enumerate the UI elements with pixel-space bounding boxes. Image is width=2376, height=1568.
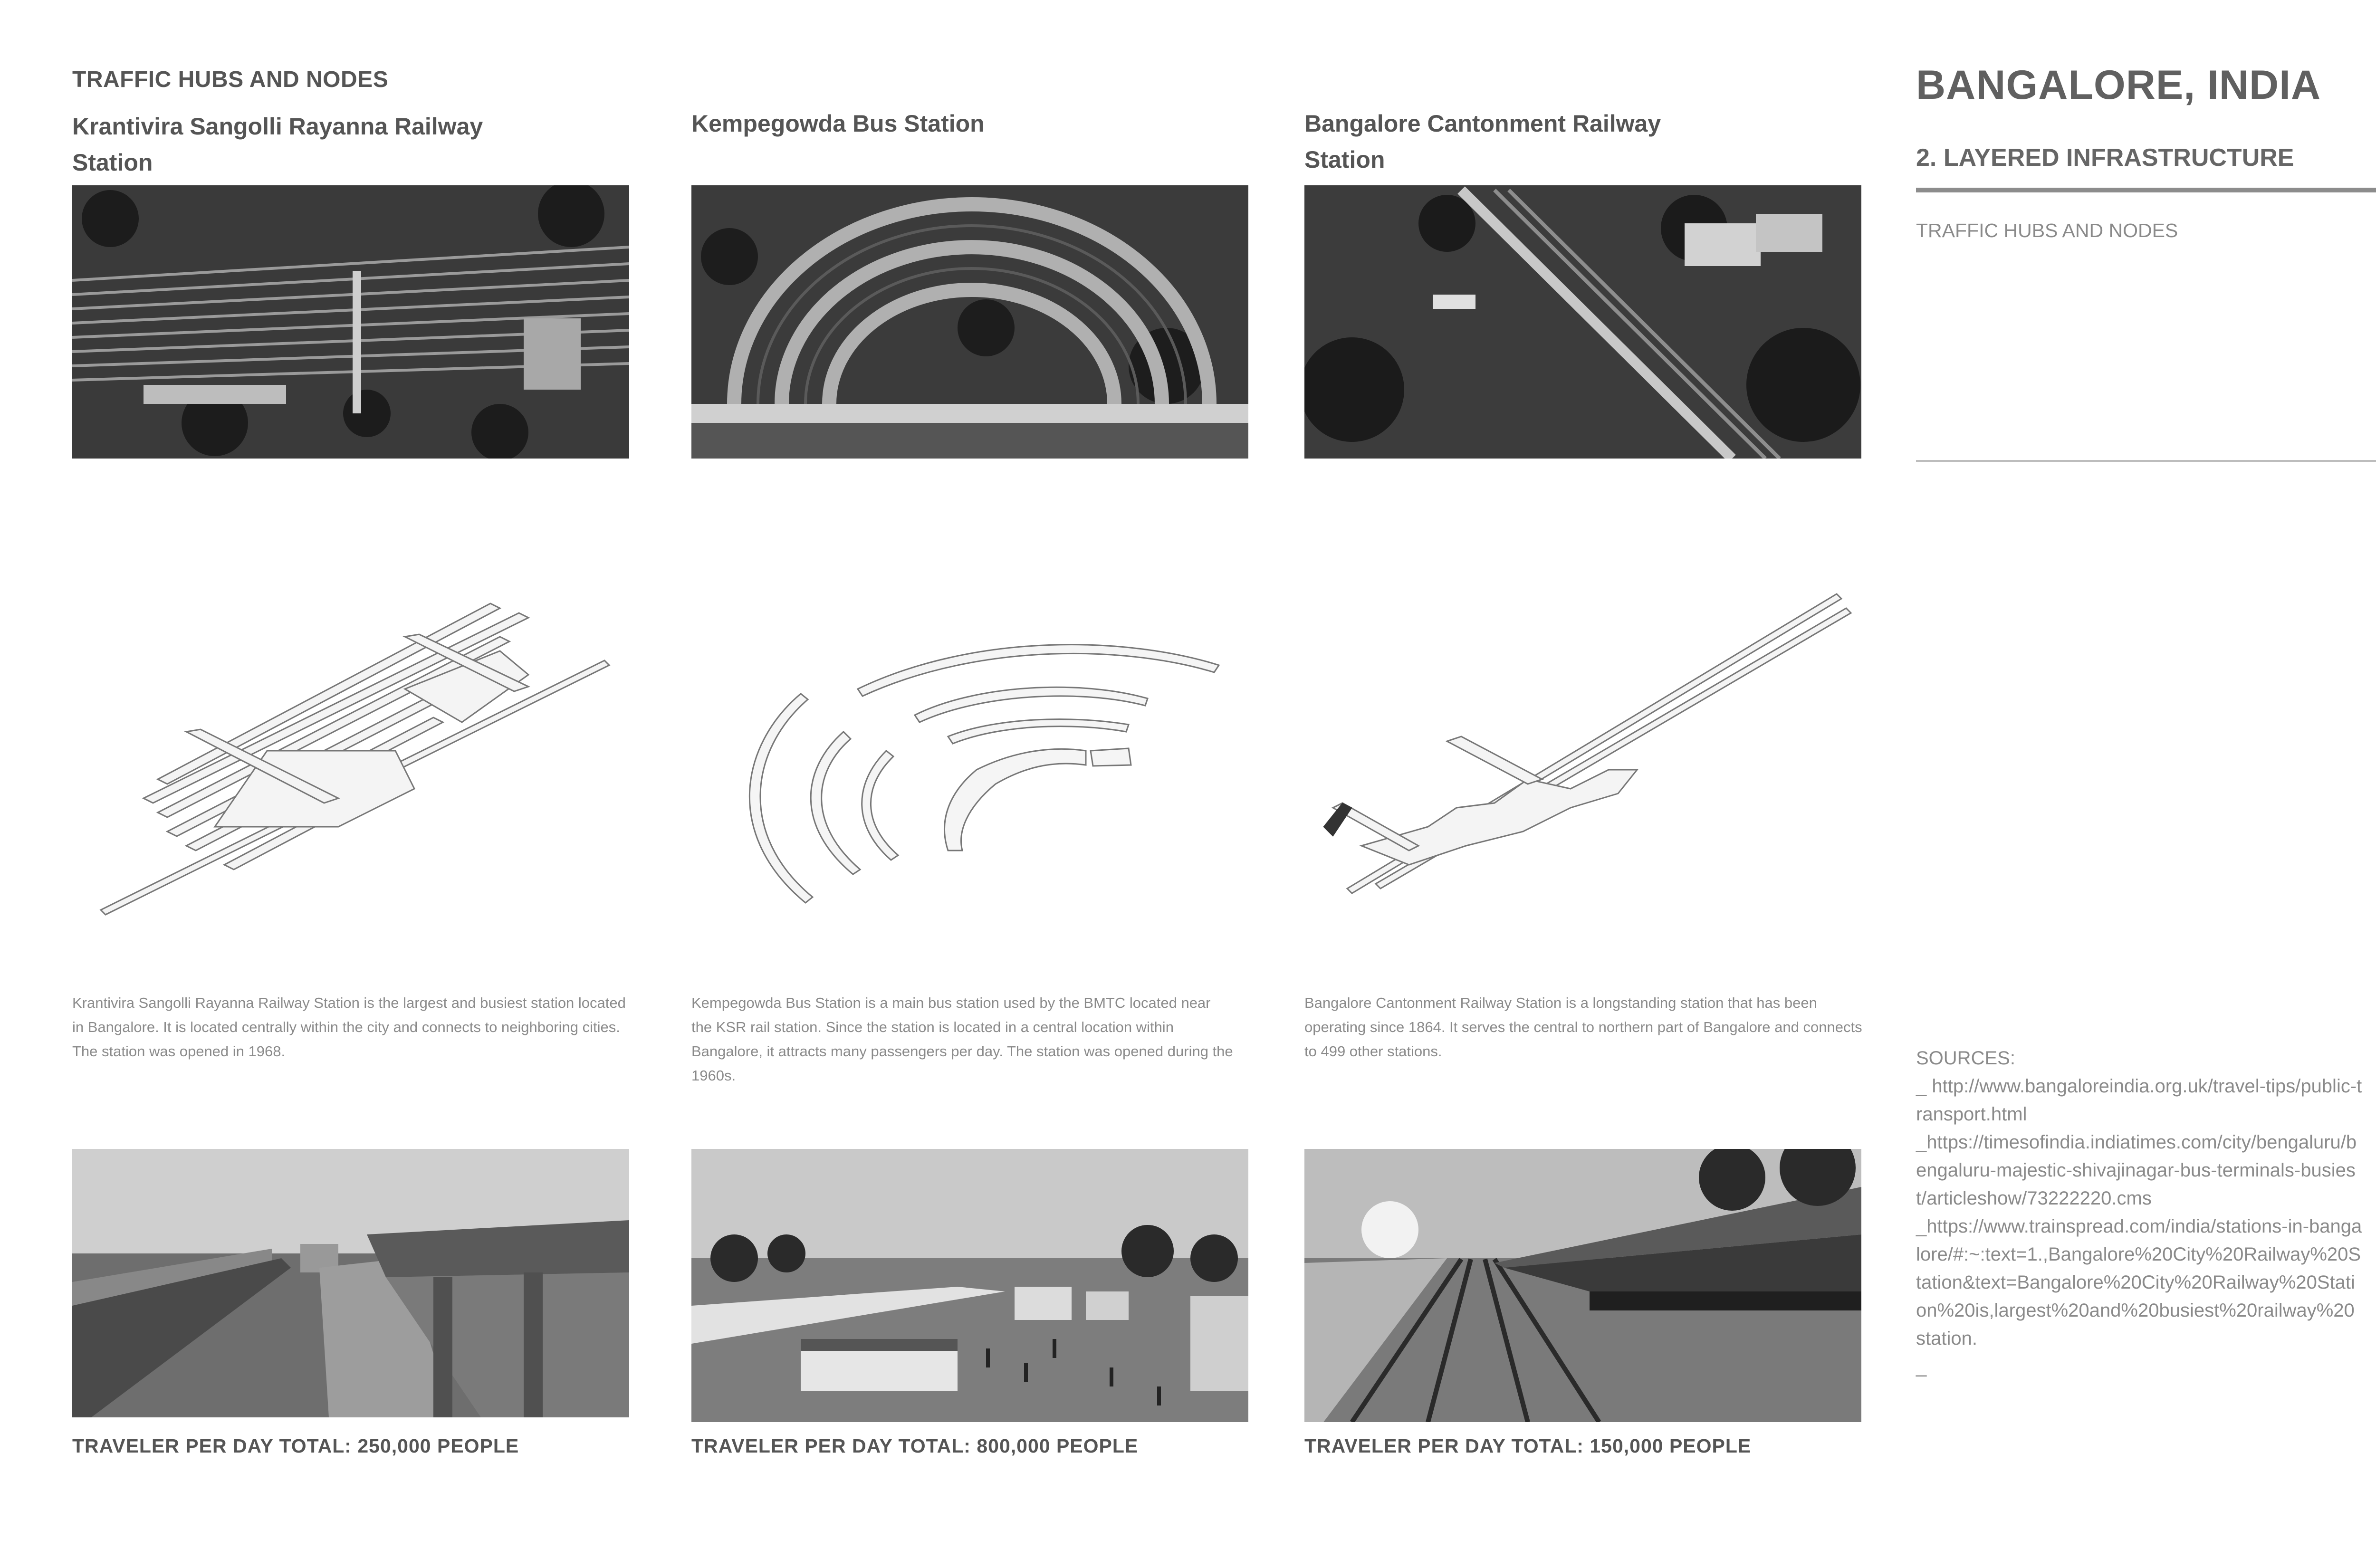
source-link[interactable]: _https://www.trainspread.com/india/stati… xyxy=(1916,1216,2362,1349)
traveler-total-cantonment: TRAVELER PER DAY TOTAL: 150,000 PEOPLE xyxy=(1304,1435,1752,1457)
section-heading: TRAFFIC HUBS AND NODES xyxy=(72,67,389,92)
satellite-image-cantonment xyxy=(1304,185,1861,459)
photo-ksr xyxy=(72,1149,629,1417)
sources-heading: SOURCES: xyxy=(1916,1048,2015,1069)
description-kempegowda: Kempegowda Bus Station is a main bus sta… xyxy=(691,994,1233,1084)
sidebar-subtitle: 2. LAYERED INFRASTRUCTURE xyxy=(1916,144,2294,172)
station-title-ksr: Krantivira Sangolli Rayanna Railway Stat… xyxy=(72,113,483,176)
sidebar-label: TRAFFIC HUBS AND NODES xyxy=(1916,220,2178,241)
traveler-total-ksr: TRAVELER PER DAY TOTAL: 250,000 PEOPLE xyxy=(72,1435,519,1457)
sidebar-rule-thick xyxy=(1916,188,2376,192)
diagram-cantonment xyxy=(1304,580,1861,922)
description-ksr: Krantivira Sangolli Rayanna Railway Stat… xyxy=(72,994,626,1060)
sidebar-title: BANGALORE, INDIA xyxy=(1916,62,2321,108)
station-title-cantonment: Bangalore Cantonment Railway Station xyxy=(1304,110,1661,173)
source-link[interactable]: _https://timesofindia.indiatimes.com/cit… xyxy=(1916,1132,2357,1209)
source-end-marker: _ xyxy=(1916,1356,1927,1377)
description-cantonment: Bangalore Cantonment Railway Station is … xyxy=(1304,994,1862,1060)
diagram-kempegowda xyxy=(691,580,1248,922)
station-title-kempegowda: Kempegowda Bus Station xyxy=(691,110,985,137)
satellite-image-kempegowda xyxy=(691,185,1248,459)
satellite-image-ksr xyxy=(72,185,629,459)
diagram-ksr xyxy=(72,580,629,922)
sidebar-rule-thin xyxy=(1916,460,2376,462)
traveler-total-kempegowda: TRAVELER PER DAY TOTAL: 800,000 PEOPLE xyxy=(691,1435,1139,1457)
source-link[interactable]: _ http://www.bangaloreindia.org.uk/trave… xyxy=(1916,1076,2362,1125)
sources-block: SOURCES: _ http://www.bangaloreindia.org… xyxy=(1916,1044,2363,1381)
photo-kempegowda xyxy=(691,1149,1248,1422)
photo-cantonment xyxy=(1304,1149,1861,1422)
